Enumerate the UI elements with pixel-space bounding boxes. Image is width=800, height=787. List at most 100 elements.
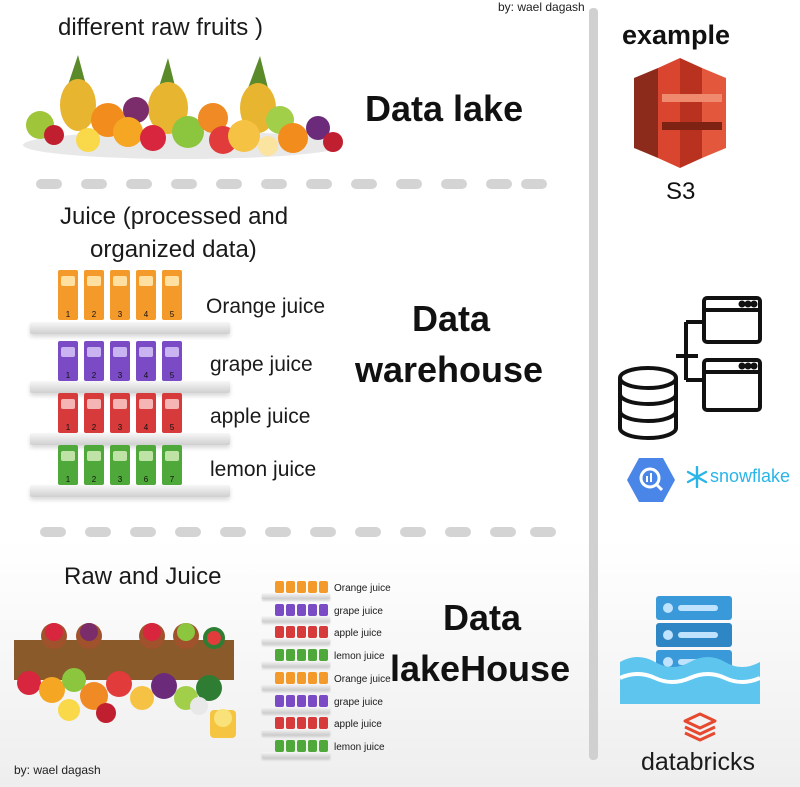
juice-carton: 2 [84, 393, 104, 433]
carton-number: 1 [65, 371, 71, 380]
juice-carton: 2 [84, 270, 104, 320]
lakehouse-title-line1: Data [443, 597, 522, 638]
mini-juice-carton [275, 717, 284, 730]
carton-number: 4 [143, 310, 149, 319]
warehouse-title-line2: warehouse [355, 349, 544, 390]
juice-carton: 5 [162, 341, 182, 381]
mini-juice-label: apple juice [334, 628, 382, 640]
mini-juice-carton [286, 717, 295, 730]
mini-juice-label: lemon juice [334, 741, 385, 753]
juice-carton: 3 [110, 393, 130, 433]
carton-number: 6 [143, 475, 149, 484]
lakehouse-caption: Raw and Juice [64, 563, 222, 590]
warehouse-caption-line1: Juice (processed and [60, 203, 289, 230]
s3-label: S3 [666, 178, 696, 205]
carton-number: 1 [65, 423, 71, 432]
carton-label [61, 347, 75, 357]
mini-juice-carton [308, 626, 317, 639]
database-server-icon [614, 290, 774, 442]
lake-caption: different raw fruits ) [58, 14, 263, 41]
mini-juice-label: grape juice [334, 605, 383, 617]
shelf-board [30, 322, 230, 334]
mini-juice-carton [308, 717, 317, 730]
juice-label: apple juice [210, 405, 311, 428]
mini-juice-carton [297, 694, 306, 707]
carton-label [165, 347, 179, 357]
mini-juice-carton [297, 717, 306, 730]
carton-label [113, 347, 127, 357]
mini-juice-carton [308, 671, 317, 684]
carton-label [165, 451, 179, 461]
carton-number: 7 [169, 475, 175, 484]
carton-label [87, 399, 101, 409]
carton-number: 1 [65, 475, 71, 484]
mini-juice-label: grape juice [334, 696, 383, 708]
mini-juice-carton [308, 694, 317, 707]
mini-juice-carton [297, 649, 306, 662]
juice-carton: 5 [162, 270, 182, 320]
carton-label [139, 451, 153, 461]
data-lake-title: Data lake [365, 88, 524, 129]
carton-label [87, 276, 101, 286]
lakehouse-icon [619, 592, 761, 707]
mini-juice-carton [286, 694, 295, 707]
carton-number: 3 [117, 310, 123, 319]
mini-juice-label: Orange juice [334, 673, 391, 685]
mini-juice-carton [297, 581, 306, 593]
mini-juice-carton [297, 739, 306, 752]
mini-juice-carton [297, 603, 306, 616]
snowflake-icon [686, 465, 708, 489]
carton-label [61, 399, 75, 409]
databricks-label: databricks [641, 748, 755, 776]
mini-juice-label: Orange juice [334, 583, 391, 594]
fruit-market-image [14, 618, 242, 743]
carton-number: 3 [117, 371, 123, 380]
mini-juice-carton [319, 626, 328, 639]
mini-juice-carton [319, 581, 328, 593]
vertical-divider [589, 8, 598, 760]
carton-label [87, 347, 101, 357]
mini-juice-carton [286, 649, 295, 662]
mini-juice-carton [286, 626, 295, 639]
juice-carton: 4 [136, 341, 156, 381]
mini-juice-carton [297, 626, 306, 639]
carton-number: 5 [169, 423, 175, 432]
mini-shelf-board [262, 615, 330, 622]
mini-shelf-board [262, 661, 330, 668]
mini-juice-carton [275, 739, 284, 752]
mini-shelf-board [262, 683, 330, 690]
warehouse-title-line1: Data [412, 298, 491, 339]
juice-carton: 1 [58, 445, 78, 485]
juice-carton: 6 [136, 445, 156, 485]
mini-juice-carton [308, 581, 317, 593]
carton-label [113, 451, 127, 461]
credit-top: by: wael dagash [498, 0, 585, 14]
carton-number: 4 [143, 423, 149, 432]
mini-juice-carton [319, 649, 328, 662]
carton-label [113, 276, 127, 286]
juice-label: grape juice [210, 353, 313, 376]
mini-shelf-board [262, 706, 330, 713]
juice-carton: 4 [136, 393, 156, 433]
lakehouse-title-line2: lakeHouse [390, 648, 571, 689]
carton-number: 2 [91, 475, 97, 484]
mini-juice-carton [319, 694, 328, 707]
carton-label [165, 276, 179, 286]
mini-juice-carton [308, 739, 317, 752]
carton-label [87, 451, 101, 461]
carton-number: 2 [91, 423, 97, 432]
s3-icon [634, 58, 726, 168]
databricks-icon [683, 712, 717, 742]
mini-juice-carton [308, 649, 317, 662]
mini-juice-carton [275, 694, 284, 707]
credit-bottom: by: wael dagash [14, 763, 101, 777]
shelf-board [30, 381, 230, 393]
mini-juice-carton [319, 717, 328, 730]
snowflake-label: snowflake [710, 466, 791, 486]
mini-juice-carton [308, 603, 317, 616]
mini-juice-label: lemon juice [334, 651, 385, 663]
juice-carton: 4 [136, 270, 156, 320]
mini-juice-carton [286, 603, 295, 616]
juice-carton: 1 [58, 341, 78, 381]
carton-label [113, 399, 127, 409]
